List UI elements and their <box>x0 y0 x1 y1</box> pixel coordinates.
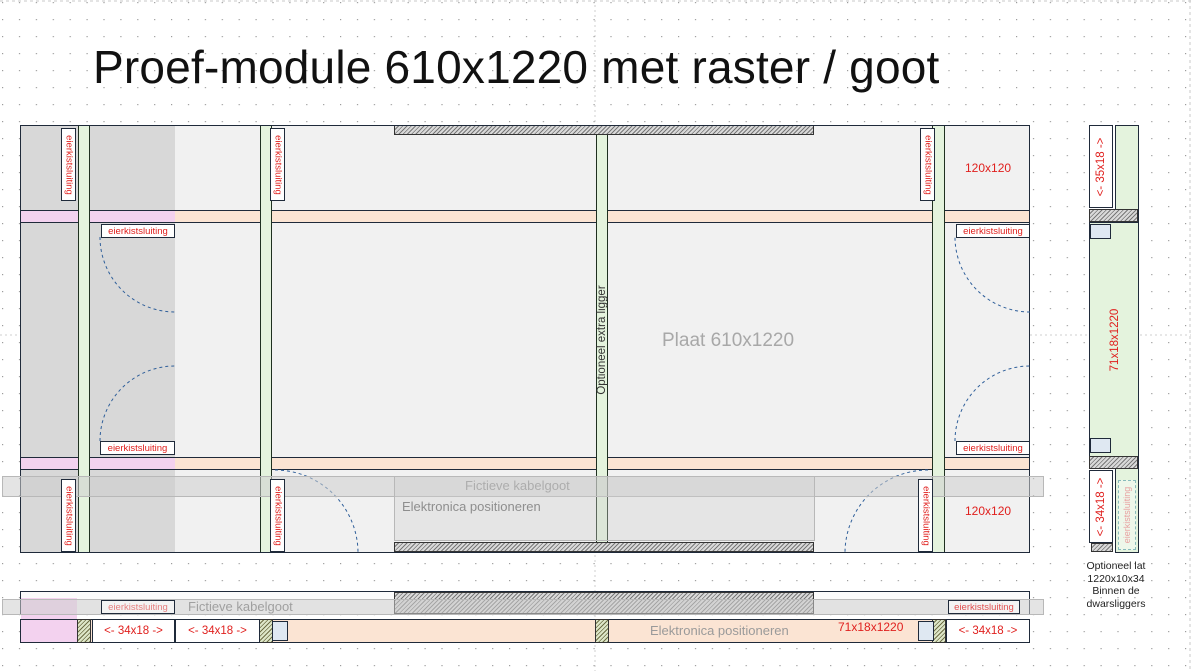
bottom-elektronica-label: Elektronica positioneren <box>650 623 789 638</box>
side-body <box>1089 222 1139 466</box>
top-crossbeam-pink-end <box>21 211 175 222</box>
bottom-kabelgoot-label: Fictieve kabelgoot <box>188 599 293 614</box>
page-title: Proef-module 610x1220 met raster / goot <box>93 41 940 93</box>
bottom-post-2 <box>259 619 273 643</box>
bottom-post-3 <box>595 619 609 643</box>
dim-34x18-bottom: <- 34x18 -> <box>1089 470 1113 543</box>
bottom-beam-pink-end <box>21 620 77 642</box>
bottom-block-left <box>272 621 288 641</box>
size-label-top: 120x120 <box>965 161 1012 175</box>
bottom-post-1 <box>77 619 91 643</box>
dim-71x18x1220-wrap: 71x18x1220 <box>1103 280 1127 400</box>
lock-vertical-bottom-left: eierkistsluiting <box>61 479 76 552</box>
dim-71x18x1220-vertical: 71x18x1220 <box>1109 308 1121 372</box>
bottom-dim-34x18-1: <- 34x18 -> <box>92 619 175 643</box>
lock-horizontal-right-lower: eierkistsluiting <box>956 441 1030 455</box>
side-hatch-foot <box>1091 543 1113 552</box>
lock-vertical-top-left: eierkistsluiting <box>61 128 76 201</box>
kabelgoot-label: Fictieve kabelgoot <box>465 478 570 493</box>
bottom-block-right <box>918 621 934 641</box>
frame-outline <box>20 125 1030 553</box>
bottom-crossbeam-pink-end <box>21 458 175 469</box>
side-block-bottom <box>1090 438 1111 453</box>
side-hatch-bottom <box>1089 456 1138 469</box>
bottom-post-4 <box>932 619 946 643</box>
side-hatch-top <box>1089 209 1138 222</box>
size-label-bottom: 120x120 <box>965 504 1012 518</box>
plate-label: Plaat 610x1220 <box>662 330 795 351</box>
side-block-top <box>1090 224 1111 239</box>
bottom-dim-34x18-3: <- 34x18 -> <box>946 619 1030 643</box>
lock-horizontal-right-upper: eierkistsluiting <box>956 224 1030 238</box>
side-lat-optional: eierkistsluiting <box>1118 480 1136 550</box>
lock-horizontal-left-lower: eierkistsluiting <box>100 441 175 455</box>
bottom-hatched-bar <box>394 542 814 552</box>
extra-ligger-label: Optioneel extra ligger <box>596 285 608 395</box>
elektronica-label: Elektronica positioneren <box>402 499 541 514</box>
bottom-lock-left: eierkistsluiting <box>101 600 175 614</box>
bottom-kabelgoot-band <box>2 599 1044 615</box>
lock-vertical-bottom-inner: eierkistsluiting <box>270 479 285 552</box>
lock-vertical-top-right: eierkistsluiting <box>920 128 935 201</box>
elektronica-area <box>394 476 815 541</box>
extra-ligger-label-wrap: Optioneel extra ligger <box>596 280 608 400</box>
lock-vertical-top-inner: eierkistsluiting <box>270 128 285 201</box>
bottom-dim-71x18x1220: 71x18x1220 <box>838 620 904 634</box>
dim-35x18-top: <- 35x18 -> <box>1089 125 1113 208</box>
lock-horizontal-left-upper: eierkistsluiting <box>101 224 175 238</box>
side-note: Optioneel lat 1220x10x34 Binnen de dwars… <box>1086 560 1146 610</box>
bottom-dim-34x18-2: <- 34x18 -> <box>175 619 260 643</box>
lock-vertical-bottom-right: eierkistsluiting <box>918 479 933 552</box>
bottom-lock-right: eierkistsluiting <box>948 600 1020 614</box>
